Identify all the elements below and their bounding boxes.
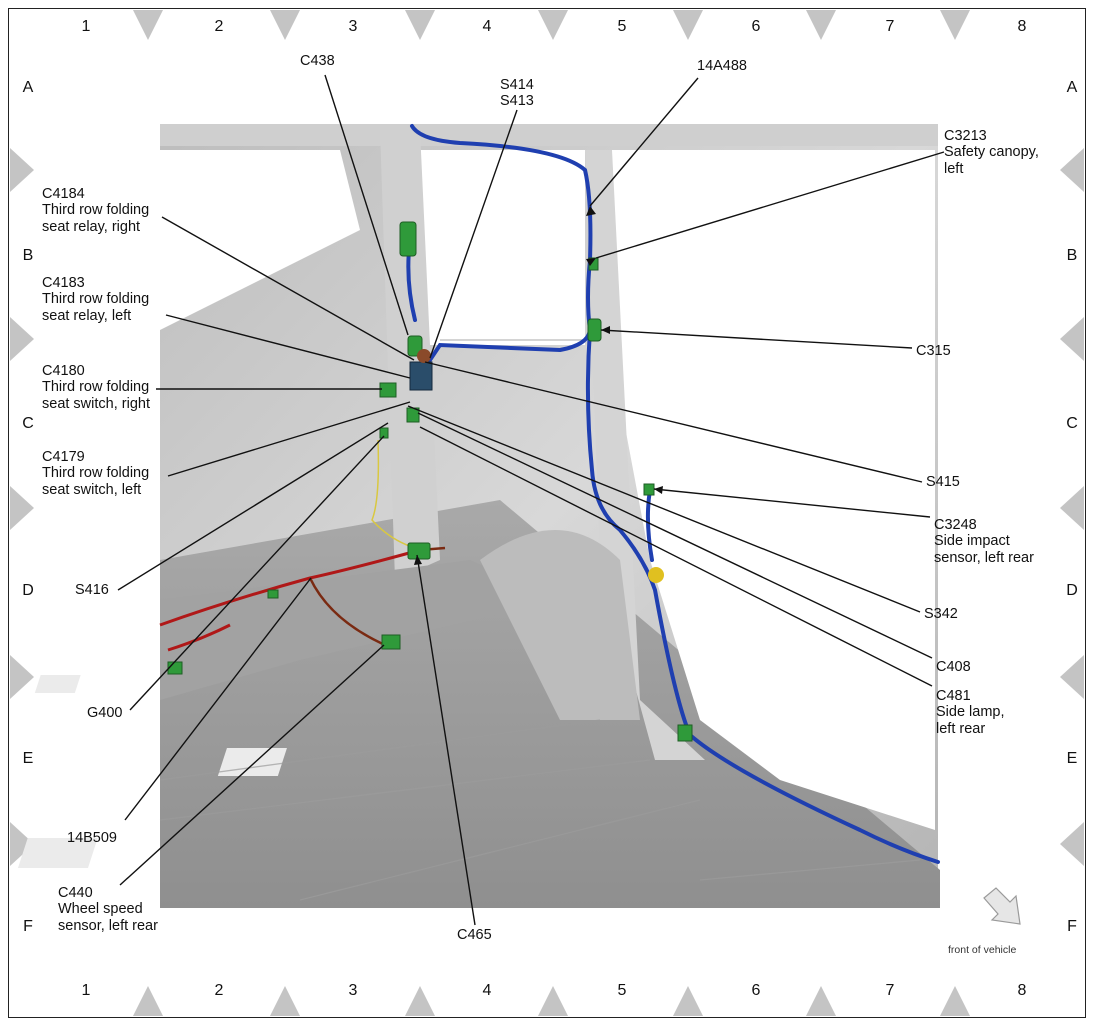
label-c3248-desc-1: Side impact [934,533,1010,550]
label-g400: G400 [87,705,122,721]
label-s414: S414 [500,77,534,93]
label-14b509-code: 14B509 [67,830,117,846]
label-14a488: 14A488 [697,58,747,74]
grid-col-8-top: 8 [1017,18,1027,35]
label-c438-code: C438 [300,53,335,69]
label-c465: C465 [457,927,492,943]
grid-col-4-top: 4 [482,18,492,35]
label-c481-desc-1: Side lamp, [936,704,1005,721]
grid-col-5-bottom: 5 [617,982,627,999]
grid-col-7-bottom: 7 [885,982,895,999]
harness-yellow [371,439,416,549]
label-s415: S415 [926,474,960,490]
label-c440-desc-2: sensor, left rear [58,917,158,934]
label-c4183-code: C4183 [42,275,85,291]
grid-col-6-top: 6 [751,18,761,35]
label-14a488-code: 14A488 [697,58,747,74]
grid-col-5-top: 5 [617,18,627,35]
label-c4184-code: C4184 [42,186,85,202]
relays [409,349,664,583]
grid-row-e-left: E [22,750,34,767]
label-c4183: C4183 Third row folding seat relay, left [42,275,149,324]
label-c465-code: C465 [457,927,492,943]
label-c481: C481 Side lamp, left rear [936,688,1005,737]
grid-col-8-bottom: 8 [1017,982,1027,999]
label-c4180-desc-1: Third row folding [42,379,150,396]
label-c4179: C4179 Third row folding seat switch, lef… [42,449,149,498]
label-c3213-code: C3213 [944,128,987,144]
label-c3248: C3248 Side impact sensor, left rear [934,517,1034,566]
label-c4184-desc-1: Third row folding [42,202,150,219]
label-c4180-desc-2: seat switch, right [42,395,150,412]
label-g400-code: G400 [87,705,123,721]
label-c4184-desc-2: seat relay, right [42,218,141,235]
grid-col-7-top: 7 [885,18,895,35]
label-c4184: C4184 Third row folding seat relay, righ… [42,186,149,235]
label-s342-code: S342 [924,606,958,622]
grid-row-c-left: C [22,415,34,432]
label-c440-desc-1: Wheel speed [58,901,143,918]
label-s416-code: S416 [75,582,109,598]
front-of-vehicle-label: front of vehicle [948,944,1017,956]
front-of-vehicle-arrow-icon [983,887,1021,925]
label-c4179-desc-1: Third row folding [42,465,150,482]
label-c315-code: C315 [916,343,951,359]
label-c315: C315 [916,343,951,359]
grid-row-f-left: F [23,918,33,935]
label-s416: S416 [75,582,109,598]
label-s414-s413: S414 S413 [500,77,534,110]
label-c4183-desc-2: seat relay, left [42,307,132,324]
label-s415-code: S415 [926,474,960,490]
label-c440-code: C440 [58,885,93,901]
grid-row-b-left: B [22,247,34,264]
label-c4180-code: C4180 [42,363,85,379]
grid-col-2-top: 2 [214,18,224,35]
label-c408: C408 [936,659,971,675]
label-c3213-desc-2: left [944,160,964,177]
grid-row-e-right: E [1066,750,1078,767]
grid-col-2-bottom: 2 [214,982,224,999]
grid-col-6-bottom: 6 [751,982,761,999]
label-c3248-code: C3248 [934,517,977,533]
label-14b509: 14B509 [67,830,117,846]
grid-row-d-right: D [1066,582,1078,599]
grid-col-1-bottom: 1 [81,982,91,999]
leader-lines [117,74,945,926]
grid-row-a-right: A [1066,79,1078,96]
harness-red [159,548,421,652]
grid-col-3-bottom: 3 [348,982,358,999]
label-c440: C440 Wheel speed sensor, left rear [58,885,158,934]
label-c4179-code: C4179 [42,449,85,465]
label-c3213-desc-1: Safety canopy, [944,144,1039,161]
leader-arrowheads [414,206,663,565]
label-c3248-desc-2: sensor, left rear [934,549,1034,566]
label-c4183-desc-1: Third row folding [42,291,150,308]
label-c408-code: C408 [936,659,971,675]
label-s413: S413 [500,93,534,110]
grid-row-d-left: D [22,582,34,599]
border-diamonds [10,10,1084,1016]
label-c4180: C4180 Third row folding seat switch, rig… [42,363,150,412]
grid-col-3-top: 3 [348,18,358,35]
grid-row-f-right: F [1067,918,1077,935]
grid-row-a-left: A [22,79,34,96]
label-c481-code: C481 [936,688,971,704]
label-c438: C438 [300,53,335,69]
grid-col-1-top: 1 [81,18,91,35]
grid-col-4-bottom: 4 [482,982,492,999]
label-c3213: C3213 Safety canopy, left [944,128,1039,177]
vehicle-body [17,124,940,908]
grid-row-b-right: B [1066,247,1078,264]
diagram-frame [8,8,1086,1018]
label-c4179-desc-2: seat switch, left [42,481,142,498]
label-s342: S342 [924,606,958,622]
grid-row-c-right: C [1066,415,1078,432]
label-c481-desc-2: left rear [936,720,986,737]
